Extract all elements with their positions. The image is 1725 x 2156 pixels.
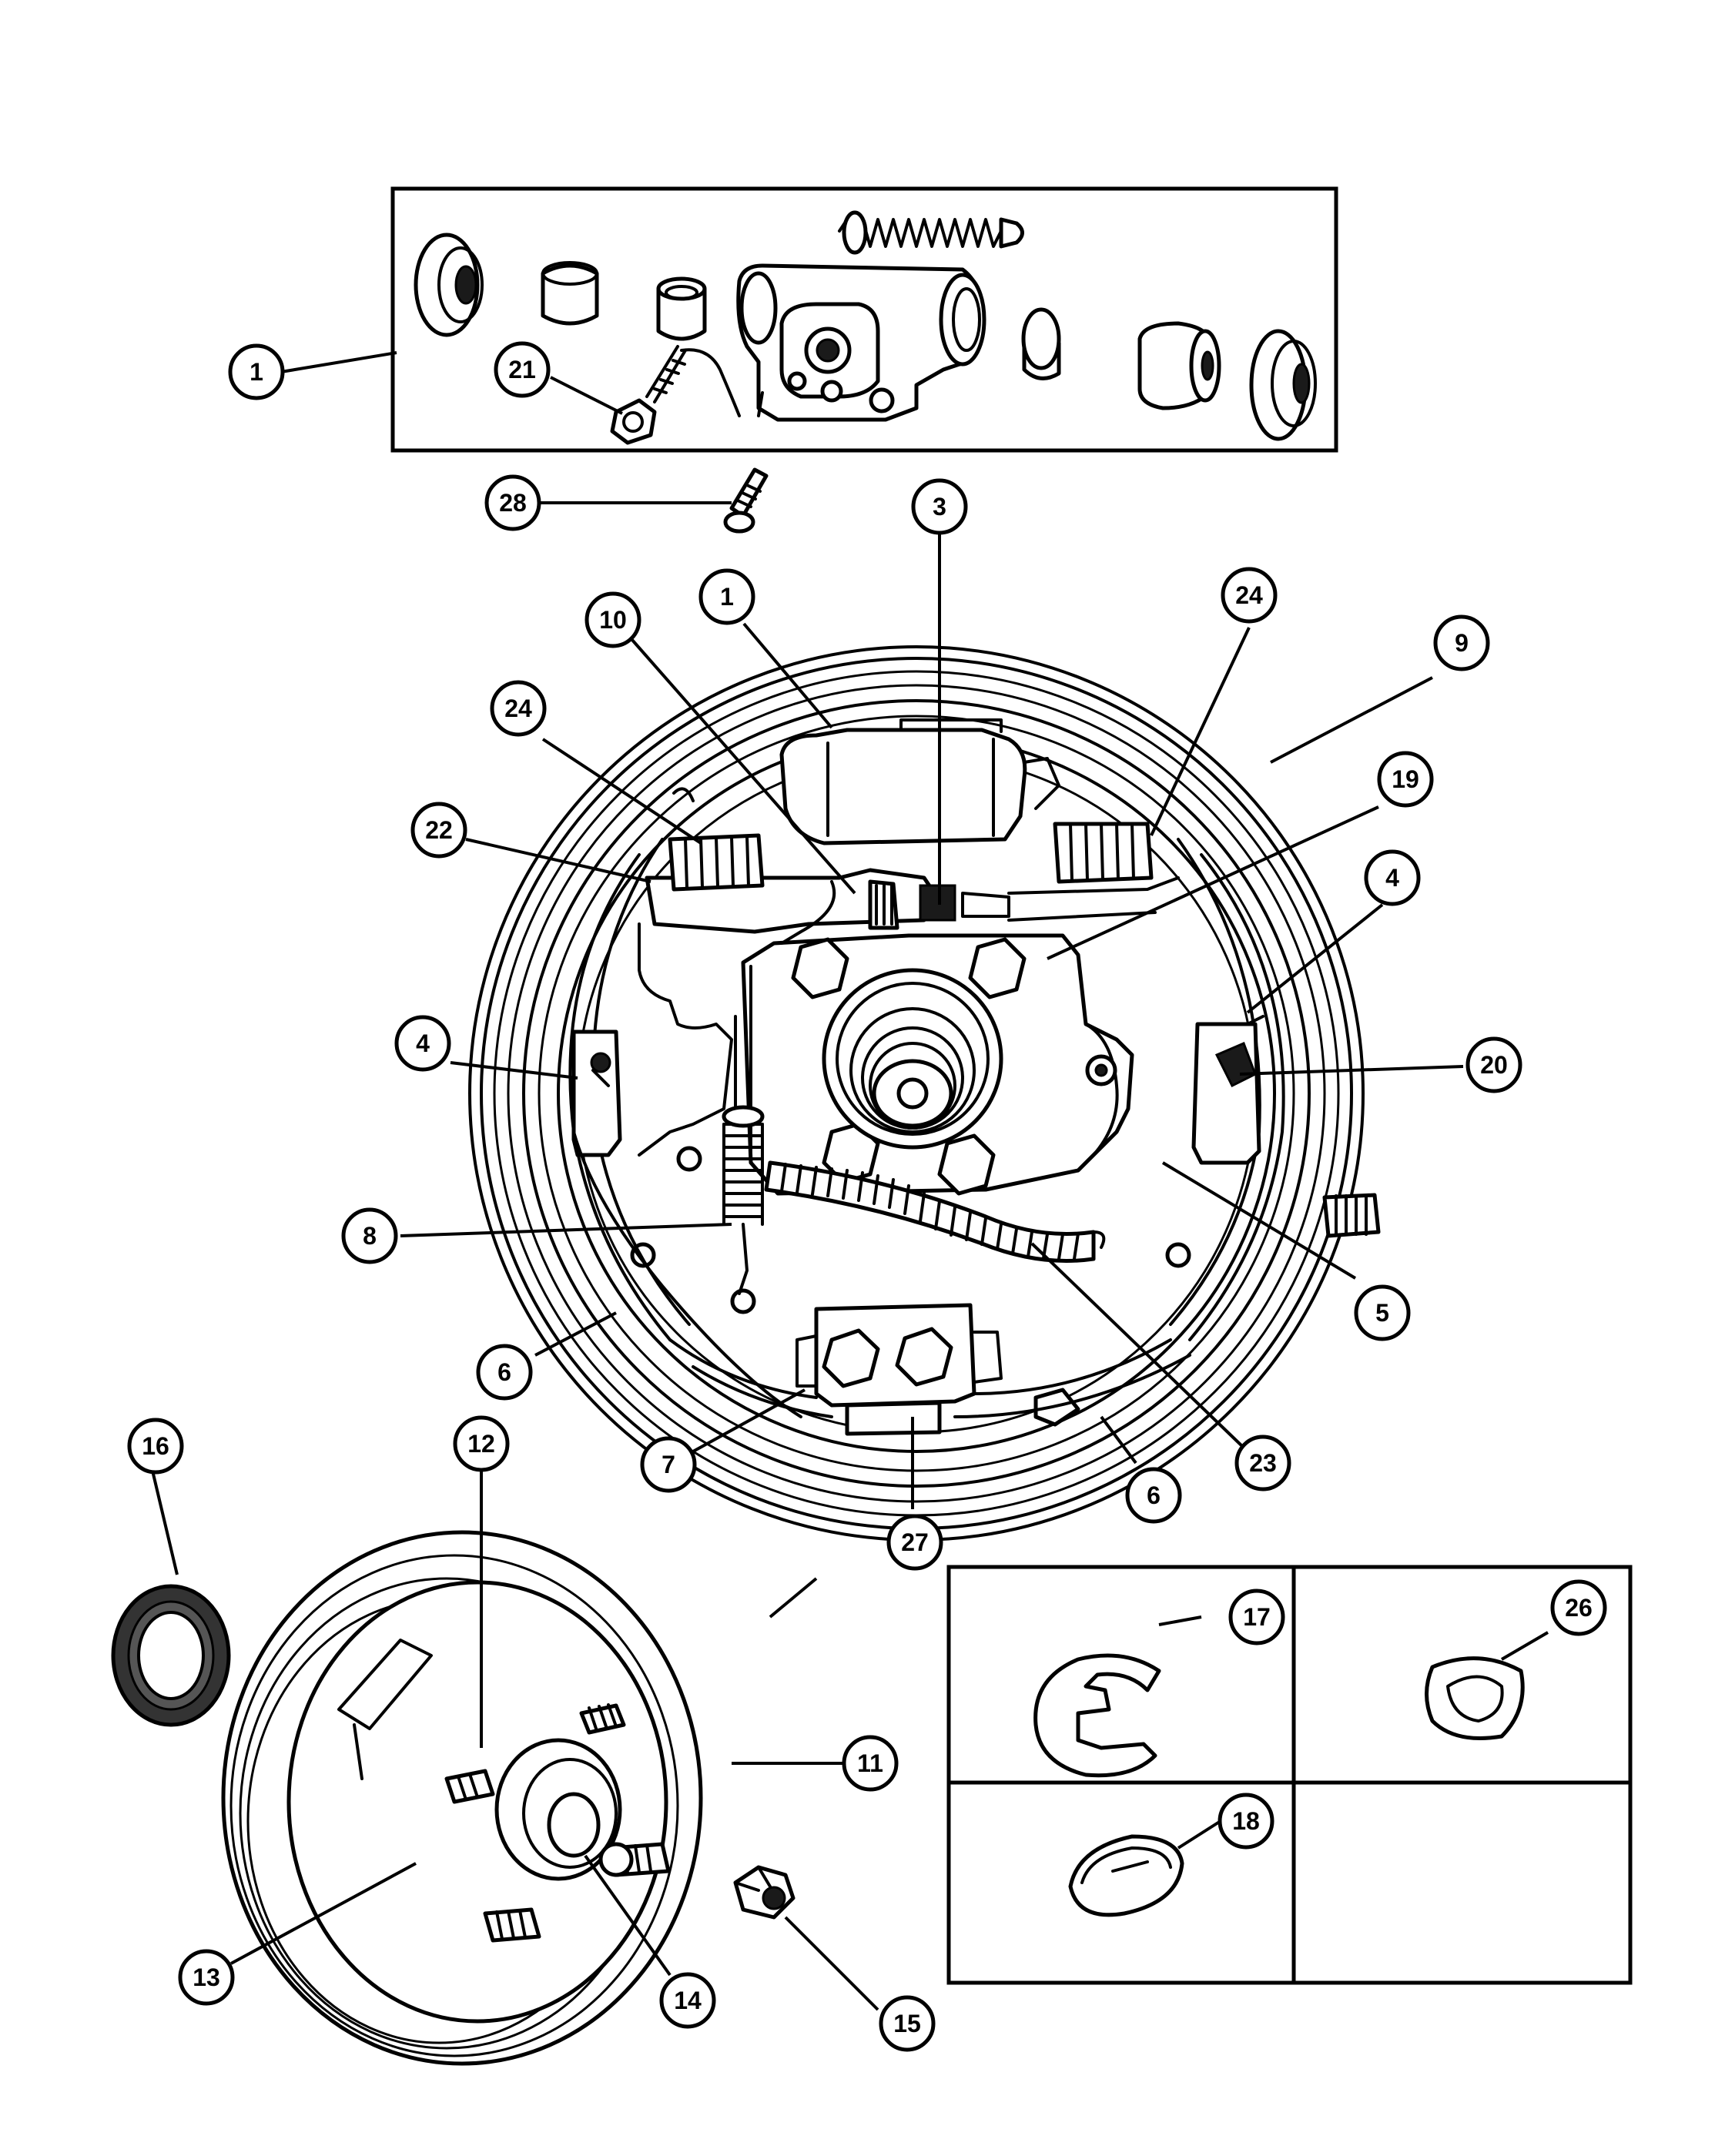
callout-5: 5 bbox=[1354, 1284, 1411, 1341]
svg-text:16: 16 bbox=[142, 1432, 169, 1460]
svg-text:15: 15 bbox=[893, 2010, 921, 2037]
brake-drum bbox=[221, 1530, 703, 2066]
callout-11: 11 bbox=[842, 1735, 899, 1792]
callout-6-left: 6 bbox=[476, 1344, 533, 1401]
callout-24-right: 24 bbox=[1221, 567, 1278, 624]
svg-text:6: 6 bbox=[1147, 1481, 1161, 1509]
callout-8: 8 bbox=[341, 1207, 398, 1264]
wheel-cylinder-exploded-view bbox=[390, 186, 1338, 453]
svg-text:20: 20 bbox=[1480, 1051, 1508, 1079]
shoe-lining-left bbox=[668, 787, 765, 892]
shoe-retainer-left bbox=[571, 1029, 622, 1157]
callout-24-left: 24 bbox=[490, 680, 547, 737]
e-clip bbox=[1033, 1653, 1161, 1778]
callout-1-plate: 1 bbox=[698, 568, 755, 625]
dust-boot-left bbox=[414, 233, 484, 337]
svg-text:4: 4 bbox=[416, 1029, 430, 1057]
bleeder-line bbox=[680, 348, 741, 417]
svg-text:7: 7 bbox=[662, 1451, 675, 1478]
svg-text:4: 4 bbox=[1385, 864, 1399, 892]
anchor-block bbox=[796, 1303, 1003, 1436]
piston-right bbox=[1137, 321, 1221, 410]
grease-seal bbox=[111, 1584, 231, 1727]
svg-text:18: 18 bbox=[1232, 1807, 1260, 1835]
dust-boot-right bbox=[1249, 329, 1317, 441]
park-brake-cable bbox=[572, 1130, 802, 1418]
callout-4-left: 4 bbox=[394, 1015, 451, 1072]
wheel-studs bbox=[444, 1703, 671, 1943]
wheel-cylinder-inset-frame bbox=[390, 186, 1338, 453]
svg-text:19: 19 bbox=[1392, 765, 1419, 793]
callout-17: 17 bbox=[1228, 1589, 1285, 1645]
svg-text:26: 26 bbox=[1565, 1594, 1593, 1622]
svg-text:23: 23 bbox=[1249, 1449, 1277, 1477]
svg-text:17: 17 bbox=[1243, 1603, 1271, 1631]
callout-23: 23 bbox=[1234, 1435, 1291, 1491]
spring-washer bbox=[1425, 1656, 1525, 1740]
wheel-cylinder-body bbox=[736, 263, 986, 422]
callout-28: 28 bbox=[484, 474, 541, 531]
callout-27: 27 bbox=[886, 1514, 943, 1571]
svg-text:3: 3 bbox=[933, 493, 946, 521]
callout-6-right: 6 bbox=[1125, 1467, 1182, 1524]
svg-text:12: 12 bbox=[467, 1430, 495, 1458]
leader-lines bbox=[151, 351, 1549, 2011]
backing-plate-stud bbox=[1322, 1193, 1381, 1238]
shoe-end-right bbox=[953, 1338, 1191, 1427]
svg-text:1: 1 bbox=[720, 583, 734, 611]
cylinder-spring bbox=[838, 210, 1024, 255]
brake-shoe-right bbox=[1188, 853, 1285, 1341]
callout-3: 3 bbox=[911, 478, 968, 535]
wheel-cylinder-mounted bbox=[779, 718, 1060, 845]
callout-15: 15 bbox=[879, 1995, 936, 2052]
backing-plate-center bbox=[741, 933, 1134, 1196]
callout-26: 26 bbox=[1550, 1579, 1607, 1636]
shoe-retainer-right bbox=[1191, 1015, 1264, 1165]
bleeder-screw bbox=[723, 467, 769, 534]
svg-text:10: 10 bbox=[599, 606, 627, 634]
svg-text:27: 27 bbox=[901, 1528, 929, 1556]
svg-text:11: 11 bbox=[857, 1749, 883, 1777]
lower-return-spring bbox=[764, 1160, 1106, 1263]
svg-text:6: 6 bbox=[497, 1358, 511, 1386]
cup-left bbox=[656, 276, 707, 341]
callout-1-top: 1 bbox=[228, 343, 285, 400]
svg-text:28: 28 bbox=[499, 489, 527, 517]
svg-text:14: 14 bbox=[674, 1987, 702, 2014]
access-plug bbox=[1068, 1834, 1184, 1917]
callout-13: 13 bbox=[178, 1949, 235, 2006]
callout-22: 22 bbox=[410, 802, 467, 859]
callout-19: 19 bbox=[1377, 751, 1434, 808]
mounting-bolt bbox=[610, 345, 687, 445]
callout-18: 18 bbox=[1218, 1793, 1274, 1850]
callout-9: 9 bbox=[1433, 614, 1490, 671]
svg-text:8: 8 bbox=[363, 1222, 377, 1250]
callout-4-right: 4 bbox=[1364, 849, 1421, 906]
svg-text:13: 13 bbox=[193, 1964, 220, 1991]
callouts: 1 21 28 3 1 10 24 9 24 19 22 4 4 20 8 5 … bbox=[127, 341, 1607, 2052]
svg-text:21: 21 bbox=[508, 356, 536, 383]
callout-14: 14 bbox=[659, 1972, 716, 2029]
hardware-inset bbox=[946, 1565, 1633, 1985]
svg-text:22: 22 bbox=[425, 816, 453, 844]
svg-text:9: 9 bbox=[1455, 629, 1469, 657]
svg-text:24: 24 bbox=[504, 695, 532, 722]
callout-20: 20 bbox=[1465, 1036, 1522, 1093]
svg-text:5: 5 bbox=[1375, 1299, 1389, 1327]
callout-21: 21 bbox=[494, 341, 551, 398]
callout-7: 7 bbox=[640, 1436, 697, 1493]
cup-right bbox=[1021, 307, 1061, 380]
svg-text:1: 1 bbox=[250, 358, 263, 386]
return-spring-vertical bbox=[722, 1015, 765, 1295]
callout-16: 16 bbox=[127, 1418, 184, 1475]
piston-left bbox=[541, 261, 599, 326]
hub-nut bbox=[733, 1865, 796, 1920]
hardware-inset-frame bbox=[946, 1565, 1633, 1985]
callout-10: 10 bbox=[584, 591, 641, 648]
shoe-lining-right bbox=[1053, 822, 1154, 884]
brake-backing-plate-assembly bbox=[468, 645, 1381, 1542]
callout-12: 12 bbox=[453, 1415, 510, 1472]
svg-text:24: 24 bbox=[1235, 581, 1263, 609]
